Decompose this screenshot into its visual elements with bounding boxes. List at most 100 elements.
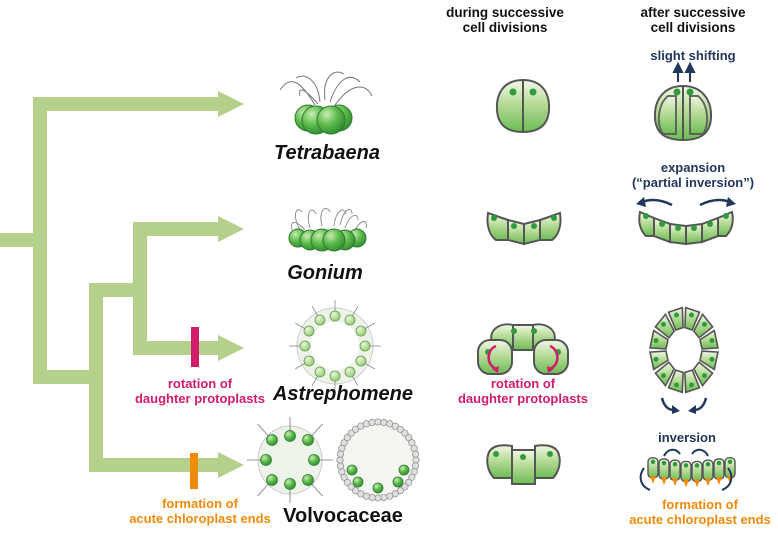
eyespot	[653, 356, 659, 362]
tree-formation-label: formation of acute chloroplast ends	[120, 496, 280, 526]
volvox-cell	[260, 454, 272, 466]
volvocaceae-dividing-cells	[486, 444, 561, 485]
header-after-line1: after successive	[640, 5, 746, 20]
inversion-arrows	[639, 448, 733, 491]
ring-cell	[699, 329, 719, 350]
astrephomene-cell	[344, 314, 356, 326]
somatic-cell	[340, 439, 348, 447]
tree-arrowheads	[218, 91, 244, 478]
somatic-cell	[352, 487, 360, 495]
ring-cell	[684, 306, 701, 332]
astrephomene-cell	[299, 340, 311, 352]
somatic-cell	[336, 462, 345, 470]
acute-chloroplast-end	[661, 477, 667, 485]
somatic-cell	[374, 494, 382, 502]
eyespot	[650, 459, 656, 465]
gonium-after-cells	[638, 210, 734, 246]
eyespot	[672, 461, 678, 467]
somatic-cell	[336, 456, 344, 464]
gonidium	[346, 464, 358, 476]
middle-rotation-line1: rotation of	[490, 376, 556, 391]
volvocaceae-after-cells	[647, 457, 736, 488]
acute-chloroplast-end	[683, 479, 689, 488]
tree-formation-line1: formation of	[162, 496, 238, 511]
eyespot	[709, 356, 715, 362]
astrephomene-cell	[329, 310, 341, 322]
eyespot	[674, 312, 679, 318]
somatic-cell	[386, 492, 394, 500]
eyespot	[661, 321, 666, 327]
tetrabaena-dividing-cells	[495, 78, 551, 134]
middle-rotation-label: rotation of daughter protoplasts	[453, 376, 593, 406]
tree-formation-line2: acute chloroplast ends	[129, 511, 271, 526]
gonidium	[352, 476, 364, 488]
somatic-cell	[401, 429, 409, 437]
somatic-cell	[408, 473, 416, 481]
taxon-astrephomene: Astrephomene	[272, 383, 414, 405]
astrephomene-cell	[303, 325, 315, 337]
eyespot	[694, 463, 700, 468]
volvox-cell	[284, 430, 296, 442]
somatic-cell	[411, 462, 420, 470]
gonidium	[372, 482, 384, 494]
inversion-label: inversion	[658, 430, 716, 445]
astrephomene-cell	[329, 370, 341, 382]
ring-cell	[649, 329, 669, 350]
somatic-cell	[401, 483, 409, 491]
ring-cell	[699, 350, 719, 371]
acute-chloroplast-end	[705, 478, 711, 487]
somatic-cell	[343, 434, 351, 442]
acute-chloroplast-end	[650, 475, 656, 484]
eyespot	[689, 312, 694, 318]
somatic-cell	[391, 422, 399, 430]
somatic-cell	[368, 493, 376, 502]
taxon-gonium: Gonium	[287, 262, 363, 284]
ring-cell	[667, 306, 684, 332]
astrephomene-cell	[314, 366, 326, 378]
tetrabaena-after-cells	[653, 84, 713, 142]
rotation-arrows	[487, 344, 559, 373]
astrephomene-cell	[344, 366, 356, 378]
eyespot	[716, 460, 722, 466]
tree-rotation-label: rotation of daughter protoplasts	[130, 376, 270, 406]
expansion-line1: expansion	[660, 160, 726, 175]
eyespot	[705, 461, 711, 467]
somatic-cell	[347, 483, 355, 491]
somatic-cell	[380, 493, 388, 502]
header-during-line1: during successive	[446, 5, 564, 20]
shifting-arrows	[672, 61, 696, 82]
volvox-cell	[302, 474, 314, 486]
astrephomene-cell	[359, 340, 371, 352]
volvocaceae-colony-small	[246, 416, 334, 504]
astrephomene-after-ring	[649, 306, 719, 394]
phylogenetic-tree	[0, 97, 220, 472]
somatic-cell	[411, 450, 420, 458]
tetrabaena-illustration	[279, 71, 373, 135]
eyespot	[683, 463, 689, 468]
gonidium	[392, 476, 404, 488]
acute-chloroplast-end	[716, 477, 722, 485]
somatic-cell	[396, 487, 404, 495]
astrephomene-cell	[314, 314, 326, 326]
ring-cell	[684, 368, 701, 394]
somatic-cell	[336, 450, 345, 458]
somatic-cell	[368, 418, 376, 427]
eyespot	[674, 382, 679, 388]
middle-rotation-line2: daughter protoplasts	[457, 391, 588, 406]
astrephomene-cell	[355, 325, 367, 337]
formation-marker-bar	[190, 453, 198, 489]
astrephomene-dividing-cells	[477, 323, 569, 375]
astrephomene-cell	[355, 355, 367, 367]
volvox-cell	[302, 434, 314, 446]
somatic-cell	[357, 490, 365, 498]
right-formation-label: formation of acute chloroplast ends	[625, 497, 775, 527]
eyespot	[689, 382, 694, 388]
column-header-during: during successive cell divisions	[435, 5, 575, 35]
somatic-cell	[405, 478, 413, 486]
somatic-cell	[380, 418, 388, 427]
somatic-cell	[410, 444, 418, 452]
eyespot	[661, 460, 667, 466]
expansion-label: expansion (“partial inversion”)	[613, 160, 773, 190]
ring-cell	[667, 368, 684, 394]
gonium-dividing-cells	[486, 211, 562, 246]
